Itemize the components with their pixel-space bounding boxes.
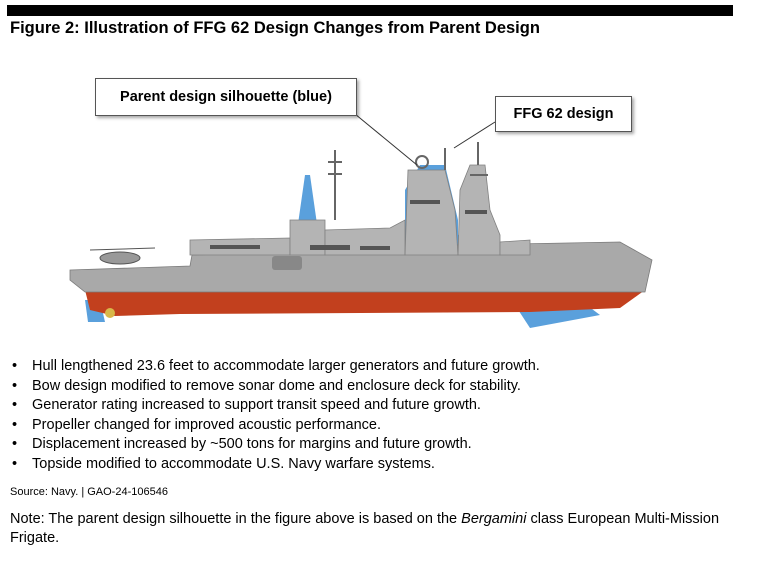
bullet-icon: •: [12, 416, 18, 433]
title-bar: [7, 5, 733, 16]
bullet-icon: •: [12, 358, 18, 374]
list-item: • Topside modified to accommodate U.S. Na…: [10, 455, 540, 475]
hull-underwater: [85, 290, 645, 316]
note-suffix: class European Multi-Mission Frigate.: [10, 511, 720, 546]
list-item: • Bow design modified to remove sonar dom…: [10, 377, 540, 397]
list-item-text: Displacement increased by ~500 tons for …: [32, 436, 472, 452]
masts: [328, 142, 488, 220]
source-line: Source: Navy. | GAO-24-106546: [10, 486, 168, 498]
list-item-text: Generator rating increased to support tr…: [32, 397, 481, 413]
parent-design-callout: Parent design silhouette (blue): [95, 78, 357, 116]
design-changes-list: • Hull lengthened 23.6 feet to accommodat…: [10, 357, 540, 474]
figure-title: Figure 2: Illustration of FFG 62 Design …: [10, 19, 540, 37]
list-item: • Propeller changed for improved acoustic…: [10, 416, 540, 436]
bullet-icon: •: [12, 397, 18, 413]
ffg62-design-callout: FFG 62 design: [495, 96, 632, 132]
list-item-text: Bow design modified to remove sonar dome…: [32, 377, 521, 394]
bullet-icon: •: [12, 377, 18, 394]
list-item: • Hull lengthened 23.6 feet to accommodat…: [10, 357, 540, 377]
propeller: [105, 308, 115, 318]
ship-illustration: [69, 113, 653, 328]
note-prefix: Note: The parent design silhouette in th…: [10, 511, 462, 527]
bullet-icon: •: [12, 436, 18, 452]
deck-details: [210, 200, 487, 270]
callout-leaders: [354, 113, 496, 166]
list-item-text: Topside modified to accommodate U.S. Nav…: [32, 455, 435, 472]
list-item-text: Propeller changed for improved acoustic …: [32, 416, 381, 433]
bullet-icon: •: [12, 455, 18, 472]
figure-note: Note: The parent design silhouette in th…: [10, 510, 740, 548]
note-class-name: Bergamini: [461, 511, 527, 527]
superstructure: [189, 164, 531, 256]
list-item: • Displacement increased by ~500 tons for…: [10, 435, 540, 455]
list-item-text: Hull lengthened 23.6 feet to accommodate…: [32, 358, 540, 374]
list-item: • Generator rating increased to support t…: [10, 396, 540, 416]
helicopter: [89, 247, 156, 265]
